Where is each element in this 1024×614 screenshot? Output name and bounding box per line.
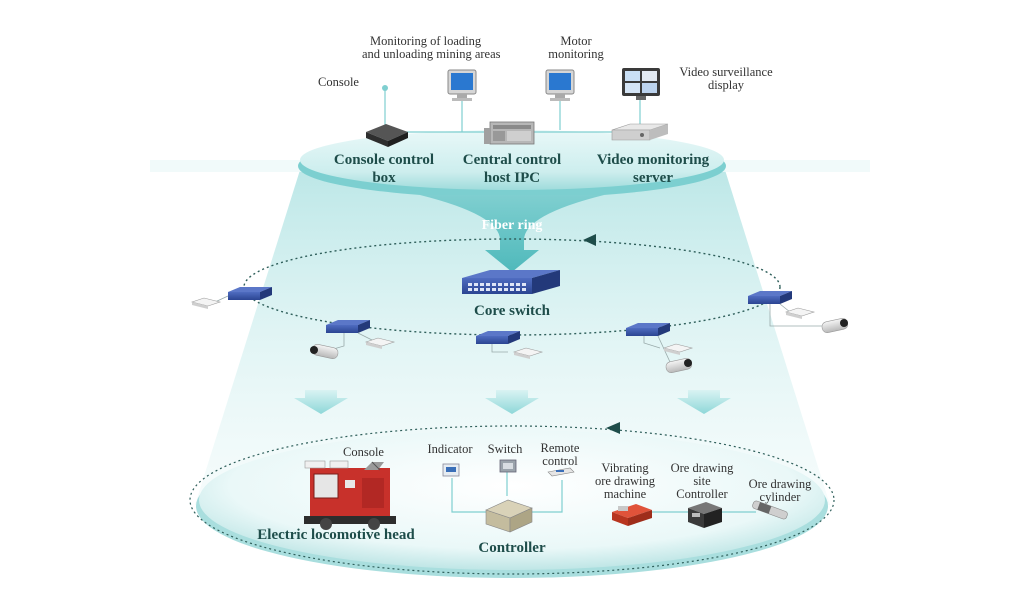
ore-drawing-cylinder-icon — [752, 500, 788, 520]
vibrating-machine-label-line1: Vibrating — [601, 461, 649, 475]
industrial-pc-icon — [484, 121, 535, 145]
switch-label: Switch — [487, 442, 523, 456]
core-switch-icon — [462, 270, 560, 294]
loco-console-icon — [364, 461, 384, 471]
top-platform — [300, 130, 724, 190]
motor-monitoring-label-line2: monitoring — [548, 47, 604, 61]
down-arrow-icon — [485, 390, 539, 414]
access-point-icon — [190, 297, 222, 309]
down-arrow-icon — [677, 390, 731, 414]
video-server-label-line2: server — [633, 170, 673, 186]
fiber-funnel-arrow — [420, 195, 604, 272]
site-controller-label-line2: site — [693, 474, 711, 488]
controller-icon — [485, 499, 533, 533]
loading-monitoring-label-line1: Monitoring of loading — [370, 34, 482, 48]
remote-control-icon — [547, 467, 575, 477]
bottom-dashed-ring — [189, 425, 835, 575]
switch-device-icon — [499, 459, 517, 473]
vibrating-machine-icon — [612, 504, 652, 526]
ring-switch-icon — [748, 291, 792, 304]
loading-monitoring-label-line2: and unloading mining areas — [362, 47, 501, 61]
motor-monitoring-label-line1: Motor — [560, 34, 592, 48]
console-antenna-dot — [382, 85, 388, 91]
monitor-icon — [447, 69, 477, 101]
access-point-icon — [364, 337, 396, 349]
fiber-ring — [243, 238, 781, 336]
vibrating-machine-label-line3: machine — [603, 487, 647, 501]
video-surveillance-label-line2: display — [707, 78, 745, 92]
indicator-label: Indicator — [427, 442, 473, 456]
vibrating-machine-label-line2: ore drawing — [594, 474, 656, 488]
console-control-box-label-line1: Console control — [333, 152, 435, 168]
core-switch-label: Core switch — [474, 303, 550, 319]
bottom-ring-arrow-icon — [606, 422, 620, 434]
site-controller-label-line1: Ore drawing — [670, 461, 734, 475]
indicator-icon — [442, 463, 460, 477]
cylinder-label-line1: Ore drawing — [748, 477, 812, 491]
surveillance-display-icon — [622, 68, 660, 100]
video-server-icon — [611, 123, 669, 141]
video-surveillance-label-line1: Video surveillance — [679, 65, 773, 79]
remote-control-label-line2: control — [542, 454, 578, 468]
console-control-box-icon — [366, 124, 408, 147]
console-label: Console — [318, 75, 359, 89]
camera-icon — [310, 344, 339, 359]
central-control-label-line2: host IPC — [483, 170, 541, 186]
ring-switch-icon — [626, 323, 670, 336]
locomotive-label: Electric locomotive head — [257, 527, 415, 543]
ring-switch-icon — [228, 287, 272, 300]
ring-switch-icon — [326, 320, 370, 333]
fiber-ring-label: Fiber ring — [481, 218, 543, 233]
ore-drawing-controller-icon — [688, 502, 722, 528]
access-point-icon — [784, 307, 816, 319]
ring-arrow-icon — [583, 234, 596, 246]
access-point-icon — [662, 343, 694, 355]
monitor-icon — [545, 69, 575, 101]
camera-icon — [665, 358, 693, 373]
down-arrow-icon — [294, 390, 348, 414]
cylinder-label-line2: cylinder — [759, 490, 801, 504]
bottom-platform — [199, 430, 825, 570]
edge-wiring — [214, 295, 822, 363]
bottom-connections — [451, 472, 756, 513]
video-server-label-line1: Video monitoring — [596, 152, 710, 168]
loco-console-label: Console — [343, 445, 384, 459]
console-control-box-label-line2: box — [372, 170, 396, 186]
controller-label: Controller — [478, 540, 546, 556]
electric-locomotive-icon — [304, 460, 396, 530]
central-control-label-line1: Central control — [462, 152, 562, 168]
ring-switch-icon — [476, 331, 520, 344]
site-controller-label-line3: Controller — [676, 487, 728, 501]
access-point-icon — [512, 347, 544, 359]
remote-control-label-line1: Remote — [540, 441, 580, 455]
camera-icon — [821, 318, 849, 333]
